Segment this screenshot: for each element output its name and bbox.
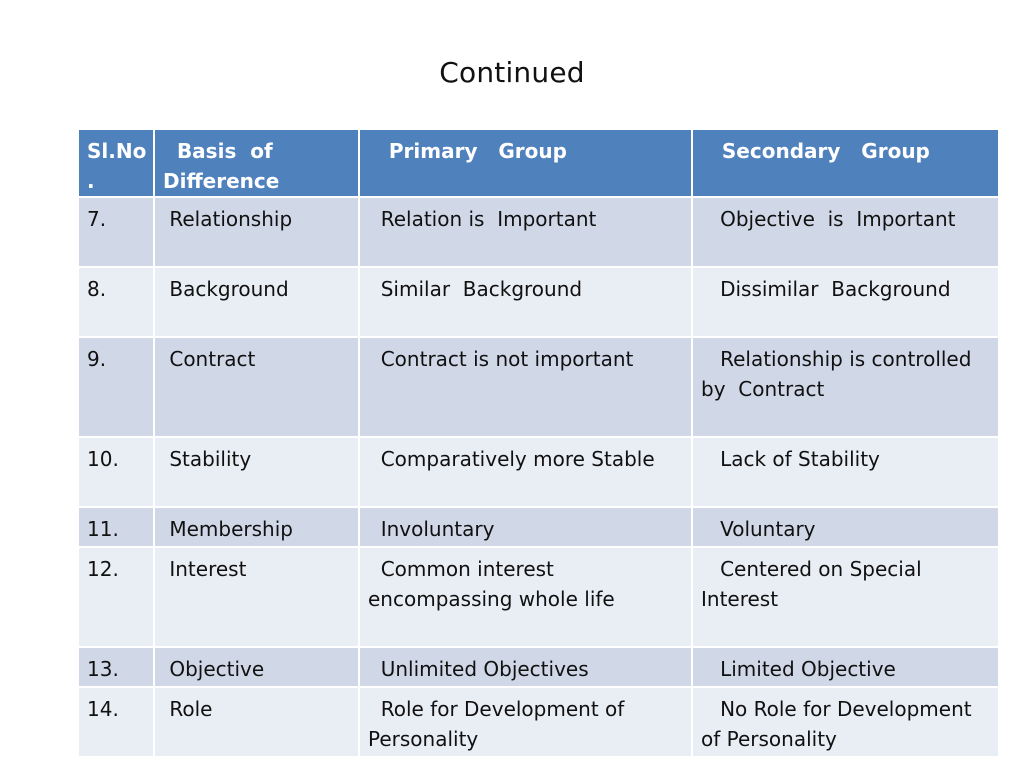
cell-sl-no: 14. — [77, 686, 155, 758]
cell-secondary: Dissimilar Background — [691, 266, 1000, 338]
table-row: 13. Objective Unlimited Objectives Limit… — [77, 646, 1000, 688]
table-row: 7. Relationship Relation is Important Ob… — [77, 196, 1000, 268]
cell-basis: Interest — [153, 546, 360, 648]
cell-sl-no: 11. — [77, 506, 155, 548]
cell-secondary: No Role for Development of Personality — [691, 686, 1000, 758]
header-basis-of-difference: Basis of Difference — [153, 128, 360, 198]
slide-title: Continued — [439, 56, 585, 89]
cell-basis: Contract — [153, 336, 360, 438]
cell-secondary: Centered on Special Interest — [691, 546, 1000, 648]
cell-sl-no: 13. — [77, 646, 155, 688]
cell-primary: Role for Development of Personality — [358, 686, 693, 758]
cell-basis: Background — [153, 266, 360, 338]
cell-sl-no: 9. — [77, 336, 155, 438]
table-row: 11. Membership Involuntary Voluntary — [77, 506, 1000, 548]
table-header-row: Sl.No . Basis of Difference Primary Grou… — [77, 128, 1000, 198]
header-primary-group: Primary Group — [358, 128, 693, 198]
cell-primary: Unlimited Objectives — [358, 646, 693, 688]
cell-secondary: Objective is Important — [691, 196, 1000, 268]
cell-basis: Relationship — [153, 196, 360, 268]
cell-secondary: Lack of Stability — [691, 436, 1000, 508]
cell-secondary: Relationship is controlled by Contract — [691, 336, 1000, 438]
comparison-table: Sl.No . Basis of Difference Primary Grou… — [77, 128, 1000, 758]
cell-primary: Relation is Important — [358, 196, 693, 268]
cell-primary: Comparatively more Stable — [358, 436, 693, 508]
cell-primary: Similar Background — [358, 266, 693, 338]
header-secondary-group: Secondary Group — [691, 128, 1000, 198]
cell-sl-no: 8. — [77, 266, 155, 338]
table-row: 10. Stability Comparatively more Stable … — [77, 436, 1000, 508]
cell-primary: Common interest encompassing whole life — [358, 546, 693, 648]
cell-basis: Objective — [153, 646, 360, 688]
table-row: 8. Background Similar Background Dissimi… — [77, 266, 1000, 338]
table-row: 12. Interest Common interest encompassin… — [77, 546, 1000, 648]
table-row: 14. Role Role for Development of Persona… — [77, 686, 1000, 758]
cell-sl-no: 10. — [77, 436, 155, 508]
cell-secondary: Voluntary — [691, 506, 1000, 548]
table-row: 9. Contract Contract is not important Re… — [77, 336, 1000, 438]
cell-secondary: Limited Objective — [691, 646, 1000, 688]
header-sl-no: Sl.No . — [77, 128, 155, 198]
cell-sl-no: 12. — [77, 546, 155, 648]
cell-primary: Contract is not important — [358, 336, 693, 438]
cell-sl-no: 7. — [77, 196, 155, 268]
cell-basis: Role — [153, 686, 360, 758]
cell-basis: Membership — [153, 506, 360, 548]
cell-basis: Stability — [153, 436, 360, 508]
cell-primary: Involuntary — [358, 506, 693, 548]
